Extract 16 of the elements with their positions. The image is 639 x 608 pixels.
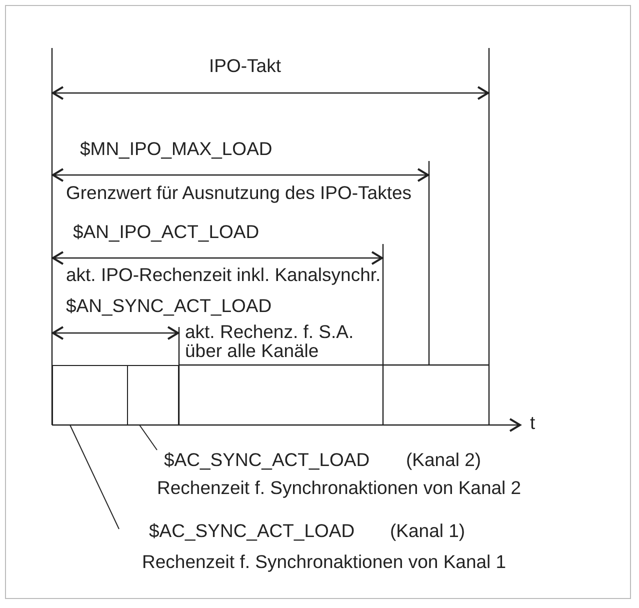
variable-name: $AC_SYNC_ACT_LOAD [149,520,355,542]
band-cell [127,365,179,425]
dimension-label: Grenzwert für Ausnutzung des IPO-Taktes [66,182,412,204]
description-text: Rechenzeit f. Synchronaktionen von Kanal 2 [157,477,522,499]
dimension-label: akt. Rechenz. f. S.A. über alle Kanäle [185,322,355,360]
dimension-label: $MN_IPO_MAX_LOAD [80,138,272,160]
variable-name: $AC_SYNC_ACT_LOAD [164,449,370,471]
channel-note: (Kanal 1) [390,520,466,542]
band-cell [52,365,127,425]
dimension-label: $AN_SYNC_ACT_LOAD [66,295,272,317]
dimension-label: IPO-Takt [209,55,281,77]
dimension-label: akt. IPO-Rechenzeit inkl. Kanalsynchr. [66,264,381,286]
description-text: Rechenzeit f. Synchronaktionen von Kanal 1 [142,551,506,573]
axis-label: t [530,412,536,434]
channel-note: (Kanal 2) [406,449,482,471]
dimension-label: $AN_IPO_ACT_LOAD [73,221,260,243]
